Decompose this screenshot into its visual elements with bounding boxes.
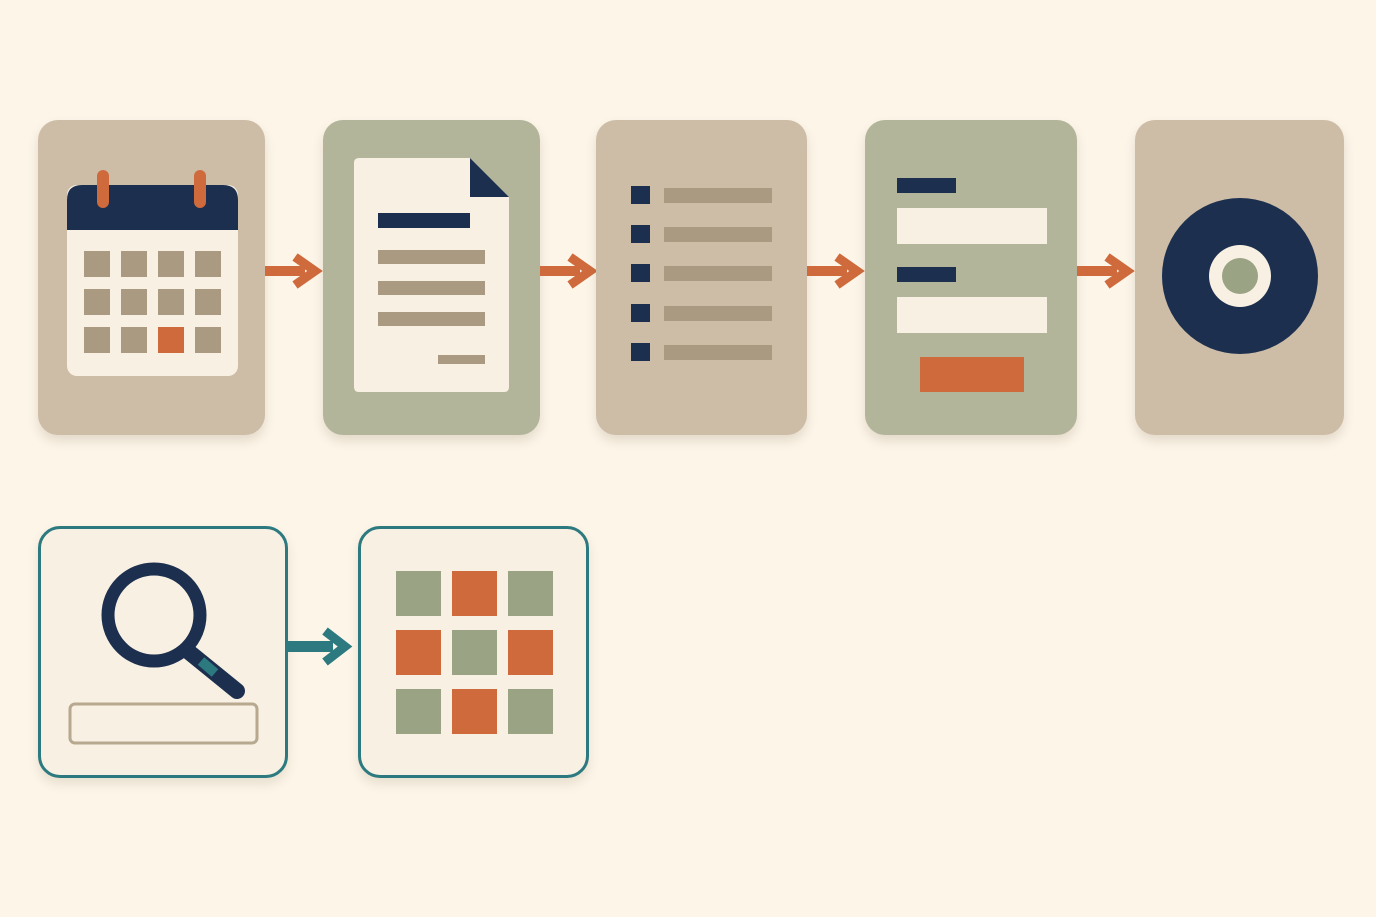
- form-icon: [897, 178, 1047, 392]
- search-input: [68, 702, 259, 745]
- step-card-checklist: [596, 120, 807, 435]
- document-icon: [354, 158, 509, 392]
- target-icon: [1162, 198, 1318, 354]
- arrow-right-icon: [540, 253, 598, 289]
- arrow-right-icon: [807, 253, 865, 289]
- checklist-icon: [631, 186, 772, 361]
- step-card-search: [38, 526, 288, 778]
- arrow-right-icon: [1077, 253, 1135, 289]
- arrow-right-icon: [265, 253, 323, 289]
- step-card-results-grid: [358, 526, 589, 778]
- step-card-target: [1135, 120, 1344, 435]
- grid-icon: [396, 571, 553, 734]
- step-card-form: [865, 120, 1077, 435]
- step-card-document: [323, 120, 540, 435]
- arrow-right-icon: [287, 627, 353, 666]
- calendar-icon: [67, 170, 238, 376]
- step-card-calendar: [38, 120, 265, 435]
- magnifier-icon: [68, 562, 259, 745]
